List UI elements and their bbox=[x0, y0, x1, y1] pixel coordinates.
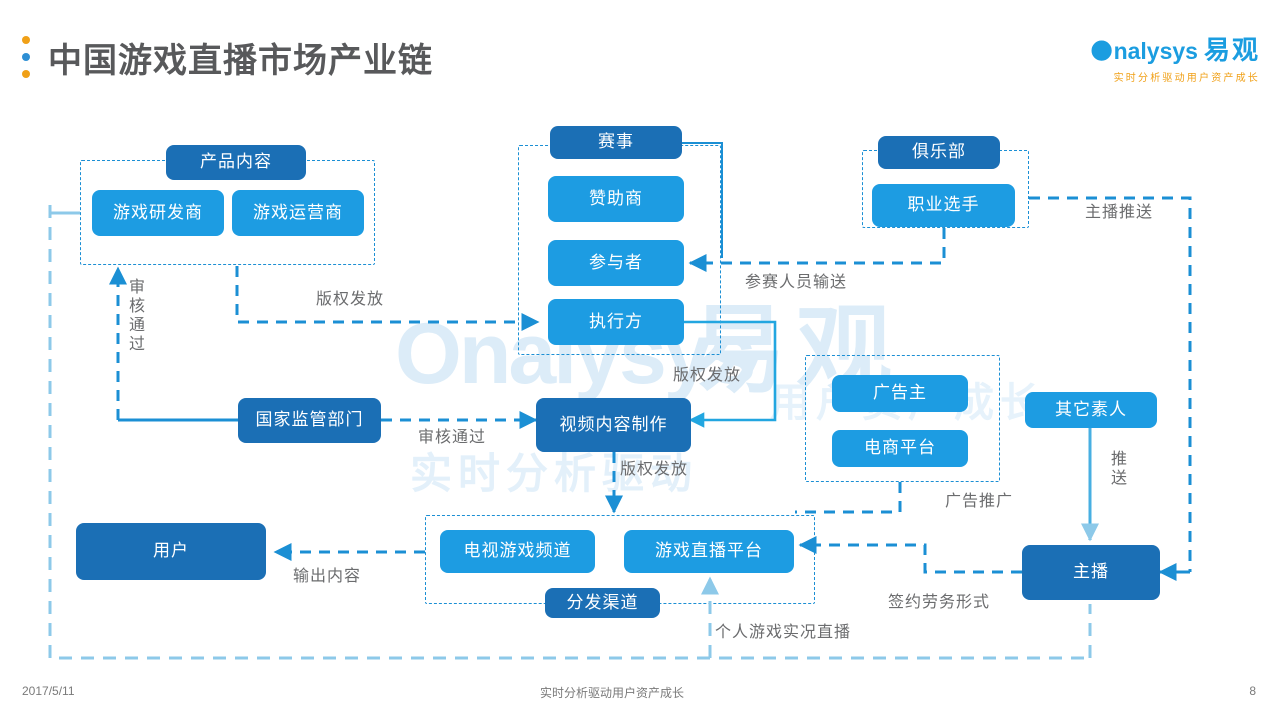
dot-blue-middle bbox=[22, 53, 30, 61]
node-video-production[interactable]: 视频内容制作 bbox=[536, 398, 691, 452]
page-title: 中国游戏直播市场产业链 bbox=[48, 42, 433, 80]
label-output-content: 输出内容 bbox=[293, 568, 362, 585]
node-live-platform[interactable]: 游戏直播平台 bbox=[624, 530, 794, 573]
label-push-vertical: 推送 bbox=[1108, 450, 1125, 488]
node-sponsor[interactable]: 赞助商 bbox=[548, 176, 684, 222]
node-advertiser[interactable]: 广告主 bbox=[832, 375, 968, 412]
logo-cn-text: 易观 bbox=[1203, 35, 1260, 65]
label-copyright-1: 版权发放 bbox=[316, 291, 385, 308]
node-executor[interactable]: 执行方 bbox=[548, 299, 684, 345]
logo-main-text: nalysys bbox=[1113, 38, 1198, 64]
node-other-amateur[interactable]: 其它素人 bbox=[1025, 392, 1157, 428]
label-streamer-push: 主播推送 bbox=[1085, 204, 1154, 221]
node-regulator[interactable]: 国家监管部门 bbox=[238, 398, 381, 443]
footer-tagline: 实时分析驱动用户资产成长 bbox=[540, 686, 685, 700]
node-user[interactable]: 用户 bbox=[76, 523, 266, 580]
node-streamer[interactable]: 主播 bbox=[1022, 545, 1160, 600]
title-dots bbox=[22, 36, 34, 86]
node-product-content[interactable]: 产品内容 bbox=[166, 145, 306, 180]
node-game-developer[interactable]: 游戏研发商 bbox=[92, 190, 224, 236]
label-copyright-3: 版权发放 bbox=[620, 461, 689, 478]
logo-tagline: 实时分析驱动用户资产成长 bbox=[1113, 73, 1260, 84]
footer-page-number: 8 bbox=[1249, 684, 1256, 698]
node-club[interactable]: 俱乐部 bbox=[878, 136, 1000, 169]
node-game-operator[interactable]: 游戏运营商 bbox=[232, 190, 364, 236]
group-advertiser bbox=[805, 355, 1000, 482]
logo-o-icon: 🌑 bbox=[1089, 38, 1114, 64]
node-event[interactable]: 赛事 bbox=[550, 126, 682, 159]
dot-orange-top bbox=[22, 36, 30, 44]
node-ecommerce[interactable]: 电商平台 bbox=[832, 430, 968, 467]
node-distribution[interactable]: 分发渠道 bbox=[545, 588, 660, 618]
node-tv-game-channel[interactable]: 电视游戏频道 bbox=[440, 530, 595, 573]
label-player-supply: 参赛人员输送 bbox=[745, 274, 848, 291]
label-personal-live: 个人游戏实况直播 bbox=[715, 624, 852, 641]
label-review-pass: 审核通过 bbox=[418, 429, 487, 446]
node-participant[interactable]: 参与者 bbox=[548, 240, 684, 286]
label-ad-promo: 广告推广 bbox=[945, 493, 1014, 510]
label-contract-form: 签约劳务形式 bbox=[888, 594, 991, 611]
node-pro-player[interactable]: 职业选手 bbox=[872, 184, 1015, 227]
dot-orange-bottom bbox=[22, 70, 30, 78]
label-review-pass-vertical: 审核通过 bbox=[126, 278, 143, 354]
label-copyright-2: 版权发放 bbox=[673, 367, 742, 384]
footer-date: 2017/5/11 bbox=[22, 684, 75, 698]
